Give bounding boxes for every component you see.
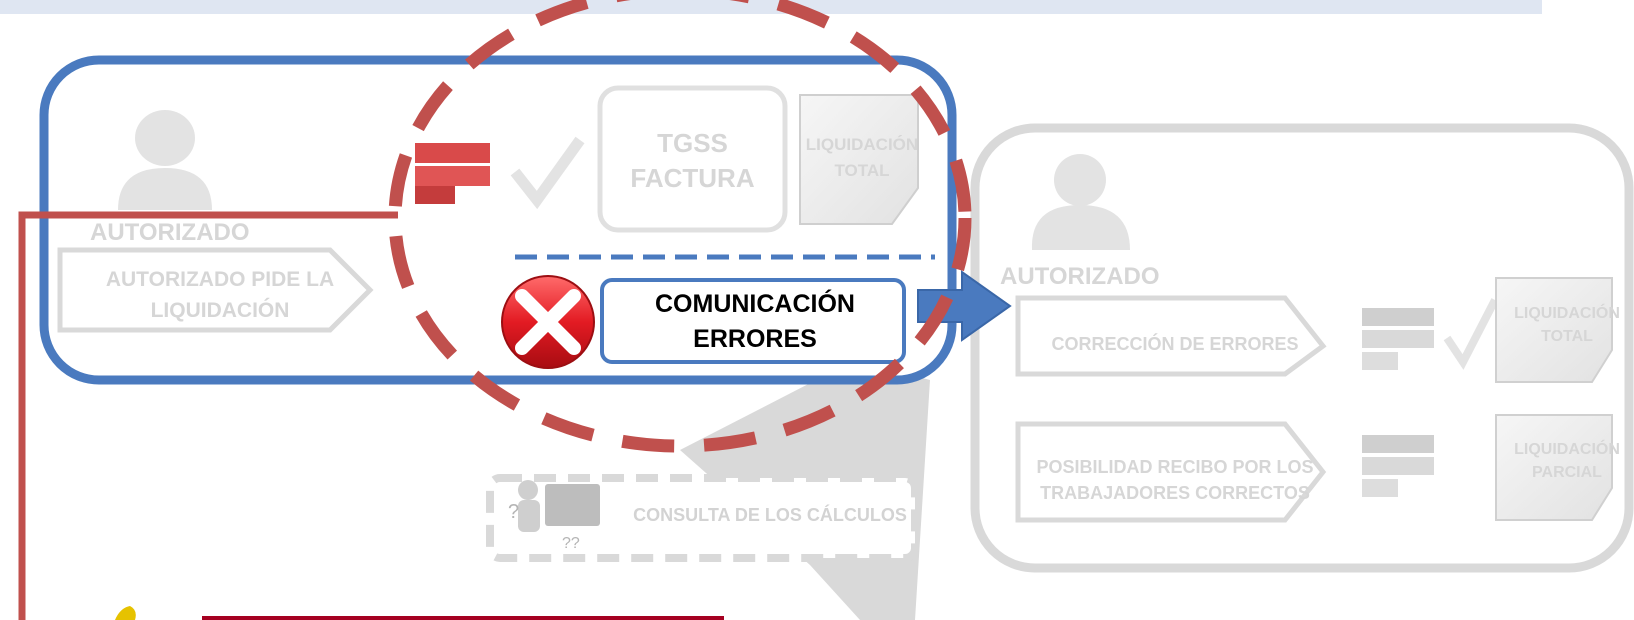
- error-icon: [501, 275, 595, 369]
- correction-shape: [1015, 295, 1327, 377]
- person-icon-right: [1031, 154, 1130, 250]
- connector-line: [18, 211, 398, 620]
- svg-text:??: ??: [562, 535, 580, 552]
- settlement-total-label-right: LIQUIDACIÓN TOTAL: [1514, 305, 1620, 345]
- calculation-query-label: CONSULTA DE LOS CÁLCULOS: [633, 505, 907, 525]
- settlement-total-label-left: LIQUIDACIÓN TOTAL: [805, 135, 919, 180]
- highlight-marker-icon: [115, 606, 136, 620]
- document-icon-right-2: [1495, 414, 1613, 521]
- top-banner-strip: [0, 0, 1542, 14]
- invoice-box: [597, 85, 788, 233]
- error-communication-label: COMUNICACIÓN ERRORES: [655, 290, 855, 353]
- person-icon-left: [118, 110, 212, 210]
- invoice-label: TGSS FACTURA: [630, 128, 755, 193]
- bottom-banner: [202, 616, 724, 620]
- receipt-possibility-label: POSIBILIDAD RECIBO POR LOS TRABAJADORES …: [1036, 457, 1314, 503]
- role-label-left: AUTORIZADO: [90, 219, 250, 246]
- check-icon-left: [510, 136, 585, 210]
- receipt-shape: [1015, 421, 1327, 523]
- request-label: AUTORIZADO PIDE LA LIQUIDACIÓN: [105, 268, 335, 322]
- role-label-right: AUTORIZADO: [1000, 263, 1160, 290]
- document-icon-right-1: [1495, 277, 1613, 383]
- flow-arrow: [917, 270, 1012, 342]
- correction-label: CORRECCIÓN DE ERRORES: [1051, 334, 1299, 354]
- svg-text:?: ?: [508, 501, 519, 523]
- settlement-icon-right-2: [1362, 435, 1434, 497]
- document-icon-left: [799, 94, 919, 225]
- settlement-icon-left: [415, 143, 490, 204]
- settlement-icon-right-1: [1362, 308, 1434, 370]
- error-communication-box: [600, 278, 906, 364]
- highlight-ellipse: [388, 0, 972, 453]
- calculator-person-icon: ? ??: [508, 480, 600, 552]
- check-icon-right: [1443, 298, 1499, 370]
- settlement-partial-label: LIQUIDACIÓN PARCIAL: [1514, 441, 1620, 481]
- request-shape: [57, 247, 374, 333]
